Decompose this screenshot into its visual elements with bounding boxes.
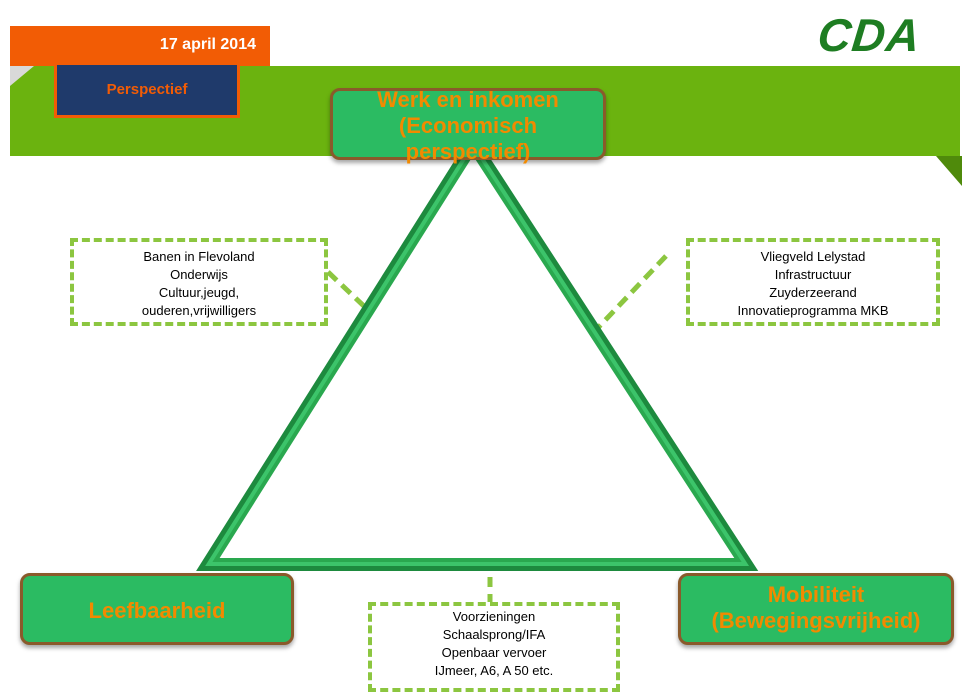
node-livability-label: Leefbaarheid — [88, 598, 226, 623]
box-right-line: Zuyderzeerand — [769, 285, 857, 300]
box-right-line: Innovatieprogramma MKB — [737, 303, 889, 318]
box-left-line: ouderen,vrijwilligers — [141, 303, 257, 318]
box-facilities-topics: Voorzieningen Schaalsprong/IFA Openbaar … — [368, 602, 620, 692]
connector-left — [326, 270, 368, 310]
box-bottom-text: Voorzieningen Schaalsprong/IFA Openbaar … — [372, 608, 616, 680]
section-label: Perspectief — [106, 81, 188, 98]
date-label: 17 april 2014 — [159, 36, 256, 53]
node-work-income: Werk en inkomen (Economisch perspectief) — [330, 87, 606, 164]
date-tab: 17 april 2014 — [10, 26, 270, 66]
box-bottom-line: Voorzieningen — [452, 609, 536, 624]
box-left-line: Onderwijs — [170, 267, 228, 282]
node-top-line: (Economisch — [398, 113, 538, 138]
box-left-line: Cultuur,jeugd, — [158, 285, 240, 300]
connector-right — [592, 254, 668, 334]
band-fold-right — [936, 156, 962, 186]
band-fold-left — [10, 66, 34, 86]
box-left-text: Banen in Flevoland Onderwijs Cultuur,jeu… — [74, 248, 324, 320]
node-mobility-label: Mobiliteit (Bewegingsvrijheid) — [681, 582, 951, 634]
box-bottom-line: Schaalsprong/IFA — [442, 627, 546, 642]
node-top-line: Werk en inkomen — [377, 87, 559, 112]
box-bottom-line: Openbaar vervoer — [441, 645, 547, 660]
node-livability: Leefbaarheid — [20, 573, 294, 645]
node-mobility: Mobiliteit (Bewegingsvrijheid) — [678, 573, 954, 645]
box-left-line: Banen in Flevoland — [143, 249, 255, 264]
node-right-line: (Bewegingsvrijheid) — [711, 608, 921, 633]
box-right-text: Vliegveld Lelystad Infrastructuur Zuyder… — [690, 248, 936, 320]
node-right-line: Mobiliteit — [767, 582, 865, 607]
box-mobility-topics: Vliegveld Lelystad Infrastructuur Zuyder… — [686, 238, 940, 326]
box-bottom-line: IJmeer, A6, A 50 etc. — [434, 663, 554, 678]
box-work-topics: Banen in Flevoland Onderwijs Cultuur,jeu… — [70, 238, 328, 326]
node-work-income-label: Werk en inkomen (Economisch perspectief) — [333, 87, 603, 165]
box-right-line: Vliegveld Lelystad — [760, 249, 866, 264]
section-label-box: Perspectief — [54, 62, 240, 118]
triangle-highlight — [212, 148, 742, 562]
box-right-line: Infrastructuur — [774, 267, 852, 282]
node-top-line: perspectief) — [405, 139, 531, 164]
